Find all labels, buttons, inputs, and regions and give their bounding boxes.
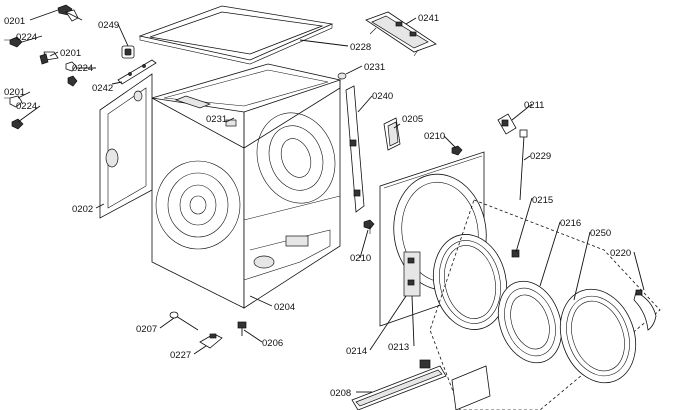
label-0216: 0216 bbox=[560, 218, 581, 229]
leader-lines bbox=[17, 9, 645, 393]
left-side-panel[interactable] bbox=[99, 73, 153, 219]
label-0214: 0214 bbox=[346, 346, 367, 357]
clip-0210-lower[interactable] bbox=[363, 219, 375, 234]
filter-cover[interactable] bbox=[451, 365, 491, 410]
label-0227: 0227 bbox=[170, 350, 191, 361]
cabinet-body[interactable] bbox=[151, 63, 347, 309]
door-lock-0211[interactable] bbox=[497, 113, 517, 135]
label-0242: 0242 bbox=[92, 83, 113, 94]
label-0210-lower: 0210 bbox=[350, 253, 371, 264]
hinge-0205[interactable] bbox=[383, 117, 401, 151]
label-0241: 0241 bbox=[418, 13, 439, 24]
cable-0229[interactable] bbox=[519, 129, 528, 201]
label-0205: 0205 bbox=[402, 114, 423, 125]
foot-0206[interactable] bbox=[237, 321, 247, 336]
door-seal[interactable] bbox=[425, 228, 515, 337]
label-0210-upper: 0210 bbox=[424, 131, 445, 142]
door-handle-0220[interactable] bbox=[633, 289, 657, 331]
label-0215: 0215 bbox=[532, 195, 553, 206]
tool-0207[interactable] bbox=[169, 311, 199, 331]
door-assembly-frame-0250 bbox=[429, 199, 661, 410]
kick-panel-0208[interactable] bbox=[351, 359, 447, 410]
label-0224-a: 0224 bbox=[16, 32, 37, 43]
clip-0210-upper[interactable] bbox=[451, 145, 463, 156]
label-0208: 0208 bbox=[330, 388, 351, 399]
label-0231-inner: 0231 bbox=[206, 114, 227, 125]
side-strip-0240[interactable] bbox=[345, 85, 365, 213]
label-0231-top: 0231 bbox=[364, 62, 385, 73]
label-0224-b: 0224 bbox=[72, 63, 93, 74]
label-0201-b: 0201 bbox=[60, 48, 81, 59]
label-0201-c: 0201 bbox=[4, 87, 25, 98]
label-0207: 0207 bbox=[136, 324, 157, 335]
label-0204: 0204 bbox=[274, 302, 295, 313]
label-0249: 0249 bbox=[98, 20, 119, 31]
label-0201-a: 0201 bbox=[4, 16, 25, 27]
label-0202: 0202 bbox=[72, 204, 93, 215]
label-0211: 0211 bbox=[524, 100, 544, 111]
label-0213: 0213 bbox=[388, 342, 409, 353]
door-ring-outer[interactable] bbox=[548, 279, 648, 394]
top-cover-plate[interactable] bbox=[138, 5, 334, 65]
label-0224-c: 0224 bbox=[16, 101, 37, 112]
label-0250: 0250 bbox=[590, 228, 611, 239]
bracket-0249[interactable] bbox=[121, 45, 135, 59]
door-glass-0216[interactable] bbox=[487, 272, 572, 371]
hinge-part-0215[interactable] bbox=[511, 249, 520, 258]
label-0228: 0228 bbox=[350, 42, 371, 53]
label-0240: 0240 bbox=[372, 91, 393, 102]
control-rail-0241[interactable] bbox=[365, 11, 437, 57]
label-0229: 0229 bbox=[530, 151, 551, 162]
bracket-0227[interactable] bbox=[199, 333, 223, 349]
part-labels: 0201 0224 0201 0224 0201 0224 0249 0242 … bbox=[4, 13, 631, 399]
cap-0231-top[interactable] bbox=[337, 72, 347, 80]
label-0220: 0220 bbox=[610, 248, 631, 259]
label-0206: 0206 bbox=[262, 338, 283, 349]
